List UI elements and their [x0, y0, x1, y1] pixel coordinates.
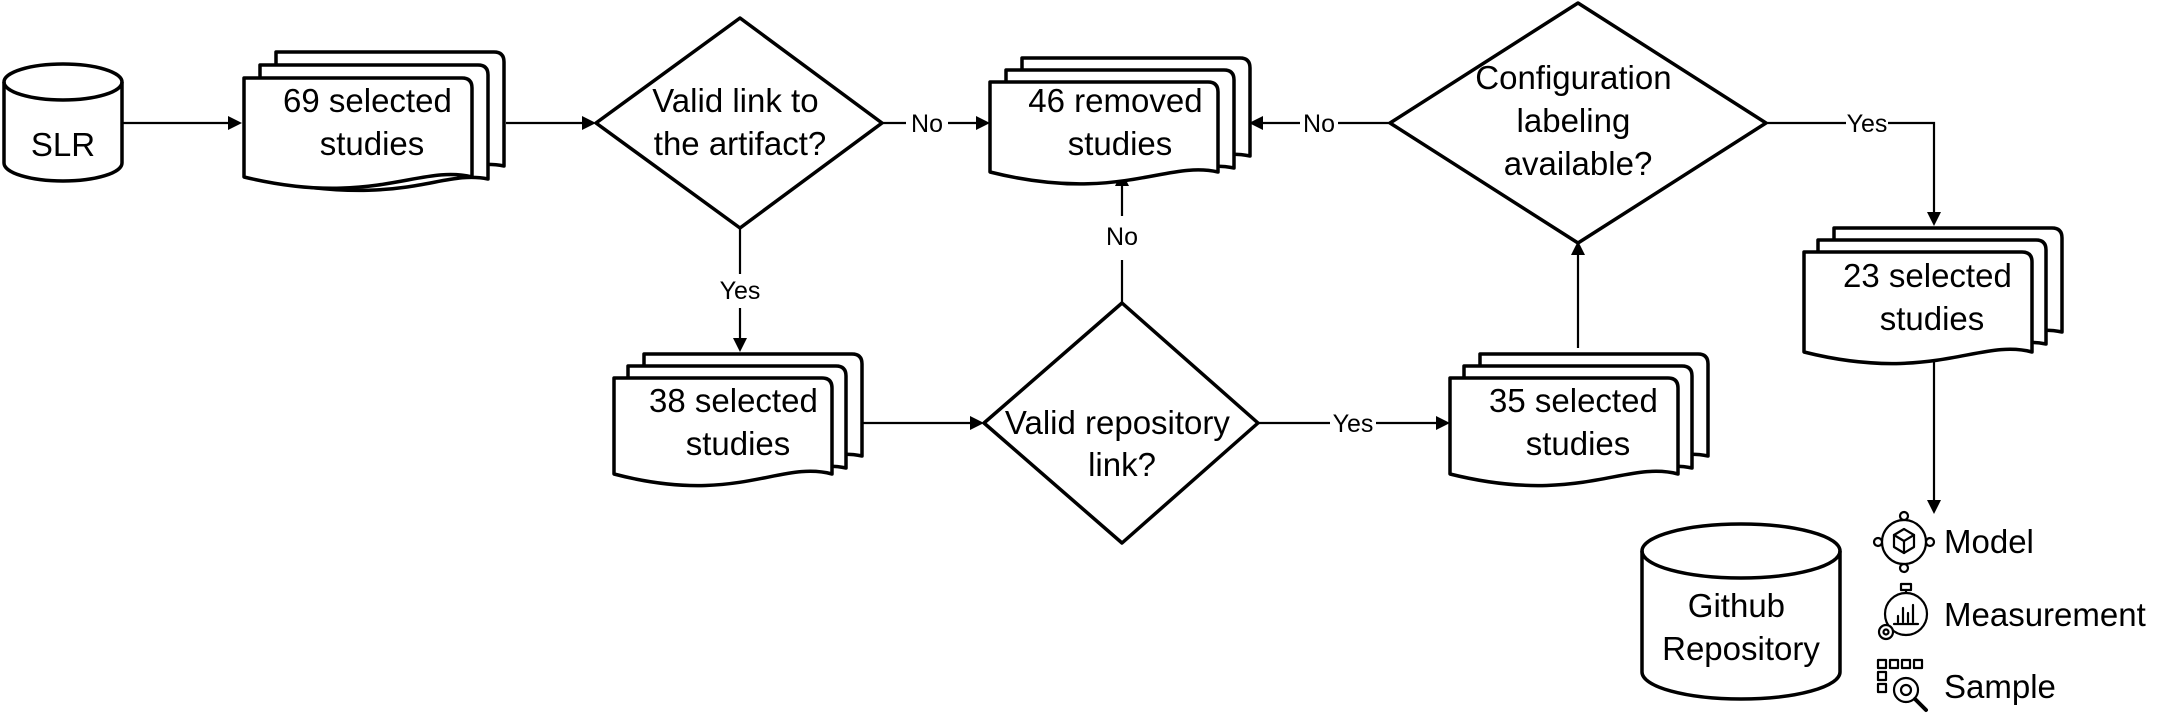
- node-38-line1: 38 selected: [649, 382, 818, 419]
- decision-valid-repository: Valid repository link?: [982, 301, 1260, 545]
- decision-repo-label: Valid repository link?: [1005, 404, 1239, 483]
- edge-config-yes-b: [1888, 121, 1936, 222]
- slr-label: SLR: [31, 126, 95, 163]
- stopwatch-chart-icon: [1877, 582, 1929, 641]
- node-23-label: 23 selected studies: [1843, 257, 2021, 337]
- legend-measurement-label: Measurement: [1944, 596, 2146, 633]
- selected-studies-69: 69 selected studies: [242, 50, 506, 193]
- decision-config-line2: labeling: [1517, 102, 1631, 139]
- arrowhead: [1927, 212, 1941, 226]
- node-69-line2: studies: [320, 125, 425, 162]
- model-cube-icon: [1872, 510, 1936, 574]
- arrowhead: [1436, 416, 1450, 430]
- decision-repo-line1: Valid repository: [1005, 404, 1230, 441]
- node-35-line2: studies: [1526, 425, 1631, 462]
- arrowhead: [1927, 500, 1941, 514]
- github-repo-line2: Repository: [1662, 630, 1820, 667]
- artifact-legend: Model Measurement Sample: [1872, 510, 2146, 712]
- node-69-line1: 69 selected: [283, 82, 452, 119]
- decision-link-line2: the artifact?: [654, 125, 826, 162]
- removed-studies-46: 46 removed studies: [988, 56, 1252, 186]
- arrowhead: [733, 338, 747, 352]
- edge-label-repo-yes: Yes: [1333, 410, 1374, 438]
- edge-label-config-no: No: [1303, 110, 1335, 138]
- node-35-label: 35 selected studies: [1489, 382, 1667, 462]
- decision-repo-line2: link?: [1088, 446, 1156, 483]
- arrowhead: [1249, 116, 1263, 130]
- decision-config-line1: Configuration: [1475, 59, 1671, 96]
- github-repo-label: Github Repository: [1662, 587, 1820, 667]
- node-38-line2: studies: [686, 425, 791, 462]
- node-46-line1: 46 removed: [1028, 82, 1202, 119]
- node-35-line1: 35 selected: [1489, 382, 1658, 419]
- legend-model-label: Model: [1944, 523, 2034, 560]
- decision-config-line3: available?: [1504, 145, 1653, 182]
- decision-link-label: Valid link to the artifact?: [652, 82, 827, 162]
- decision-valid-link: Valid link to the artifact?: [594, 16, 884, 230]
- decision-link-line1: Valid link to: [652, 82, 818, 119]
- node-38-label: 38 selected studies: [649, 382, 827, 462]
- node-23-line2: studies: [1880, 300, 1985, 337]
- github-repository-database: Github Repository: [1640, 522, 1842, 701]
- selected-studies-23: 23 selected studies: [1802, 226, 2064, 366]
- arrowhead: [970, 416, 984, 430]
- grid-magnifier-icon: [1876, 658, 1928, 712]
- legend-sample-label: Sample: [1944, 668, 2056, 705]
- arrowhead: [228, 116, 242, 130]
- edge-label-config-yes: Yes: [1847, 110, 1888, 138]
- decision-config-label: Configuration labeling available?: [1475, 59, 1680, 182]
- selected-studies-38: 38 selected studies: [612, 352, 864, 488]
- decision-config-labeling: Configuration labeling available?: [1388, 1, 1768, 245]
- arrowheads: [228, 116, 1941, 514]
- edge-label-repo-no: No: [1106, 223, 1138, 251]
- edge-label-link-no: No: [911, 110, 943, 138]
- arrowhead: [582, 116, 596, 130]
- node-46-line2: studies: [1068, 125, 1173, 162]
- github-repo-line1: Github: [1688, 587, 1785, 624]
- selected-studies-35: 35 selected studies: [1448, 352, 1710, 488]
- node-69-label: 69 selected studies: [283, 82, 461, 162]
- arrowhead: [1571, 241, 1585, 255]
- node-46-label: 46 removed studies: [1028, 82, 1211, 162]
- node-23-line1: 23 selected: [1843, 257, 2012, 294]
- slr-database: SLR: [2, 62, 124, 183]
- arrowhead: [976, 116, 990, 130]
- edge-labels: No Yes No Yes No Yes: [720, 110, 1888, 438]
- edge-label-link-yes: Yes: [720, 277, 761, 305]
